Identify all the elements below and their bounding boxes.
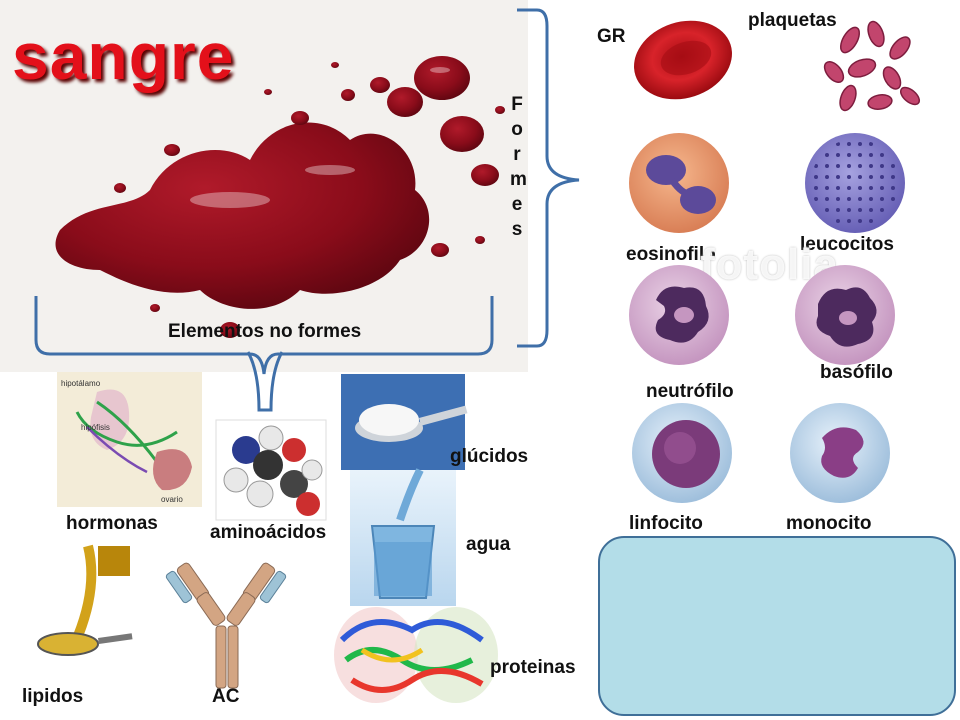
red-blood-cell-image [634,20,732,100]
basofilo-label: basófilo [820,362,893,383]
no-formes-bracket [34,296,494,375]
plaquetas-label: plaquetas [748,10,837,31]
formes-letter: m [510,169,527,190]
blood-splatter-drawing [55,56,505,338]
sugar-spoon-image [341,374,468,470]
monocito-label: monocito [786,513,872,534]
hormonas-label: hormonas [66,513,158,534]
leucocyte-image [805,133,905,233]
proteinas-label: proteinas [490,657,576,678]
hipotalamo-text: hipotálamo [61,379,101,388]
formes-vertical-label: F o r m e s [510,92,527,242]
no-formes-label: Elementos no formes [168,321,362,342]
hipofisis-text: hipófisis [81,423,110,432]
oil-spoon-image [37,544,133,656]
ac-label: AC [212,686,240,707]
bracket-pointer [246,351,284,412]
formes-letter: r [513,144,521,165]
protein-structure-image [334,607,498,703]
aminoacidos-label: aminoácidos [210,522,327,543]
formes-letter: o [511,119,523,140]
formes-letter: s [511,219,523,240]
neutrophil-image [629,265,729,365]
glucidos-label: glúcidos [450,446,529,467]
formes-letter: F [511,94,523,115]
eosinophil-image [629,133,729,233]
platelets-image [823,20,921,112]
blood-splatter-image [0,0,528,372]
lipidos-label: lipidos [22,686,84,707]
leucocitos-label: leucocitos [800,234,894,255]
formes-letter: e [511,194,523,215]
monocyte-image [790,403,890,503]
formes-bracket [517,8,580,348]
empty-answer-box [598,536,956,716]
ovario-text: ovario [161,495,183,504]
lymphocyte-image [632,403,732,503]
antibody-image [165,562,287,689]
basophil-image [795,265,895,365]
neutrofilo-label: neutrófilo [646,381,734,402]
amino-acid-model-image [215,419,327,521]
agua-label: agua [466,534,511,555]
gr-label: GR [597,26,626,47]
eosinofilo-label: eosinofilo [626,244,716,265]
hormones-diagram-image: hipotálamo hipófisis ovario [57,372,202,507]
water-glass-image [350,468,456,606]
linfocito-label: linfocito [629,513,703,534]
title-sangre: sangre [12,19,235,93]
